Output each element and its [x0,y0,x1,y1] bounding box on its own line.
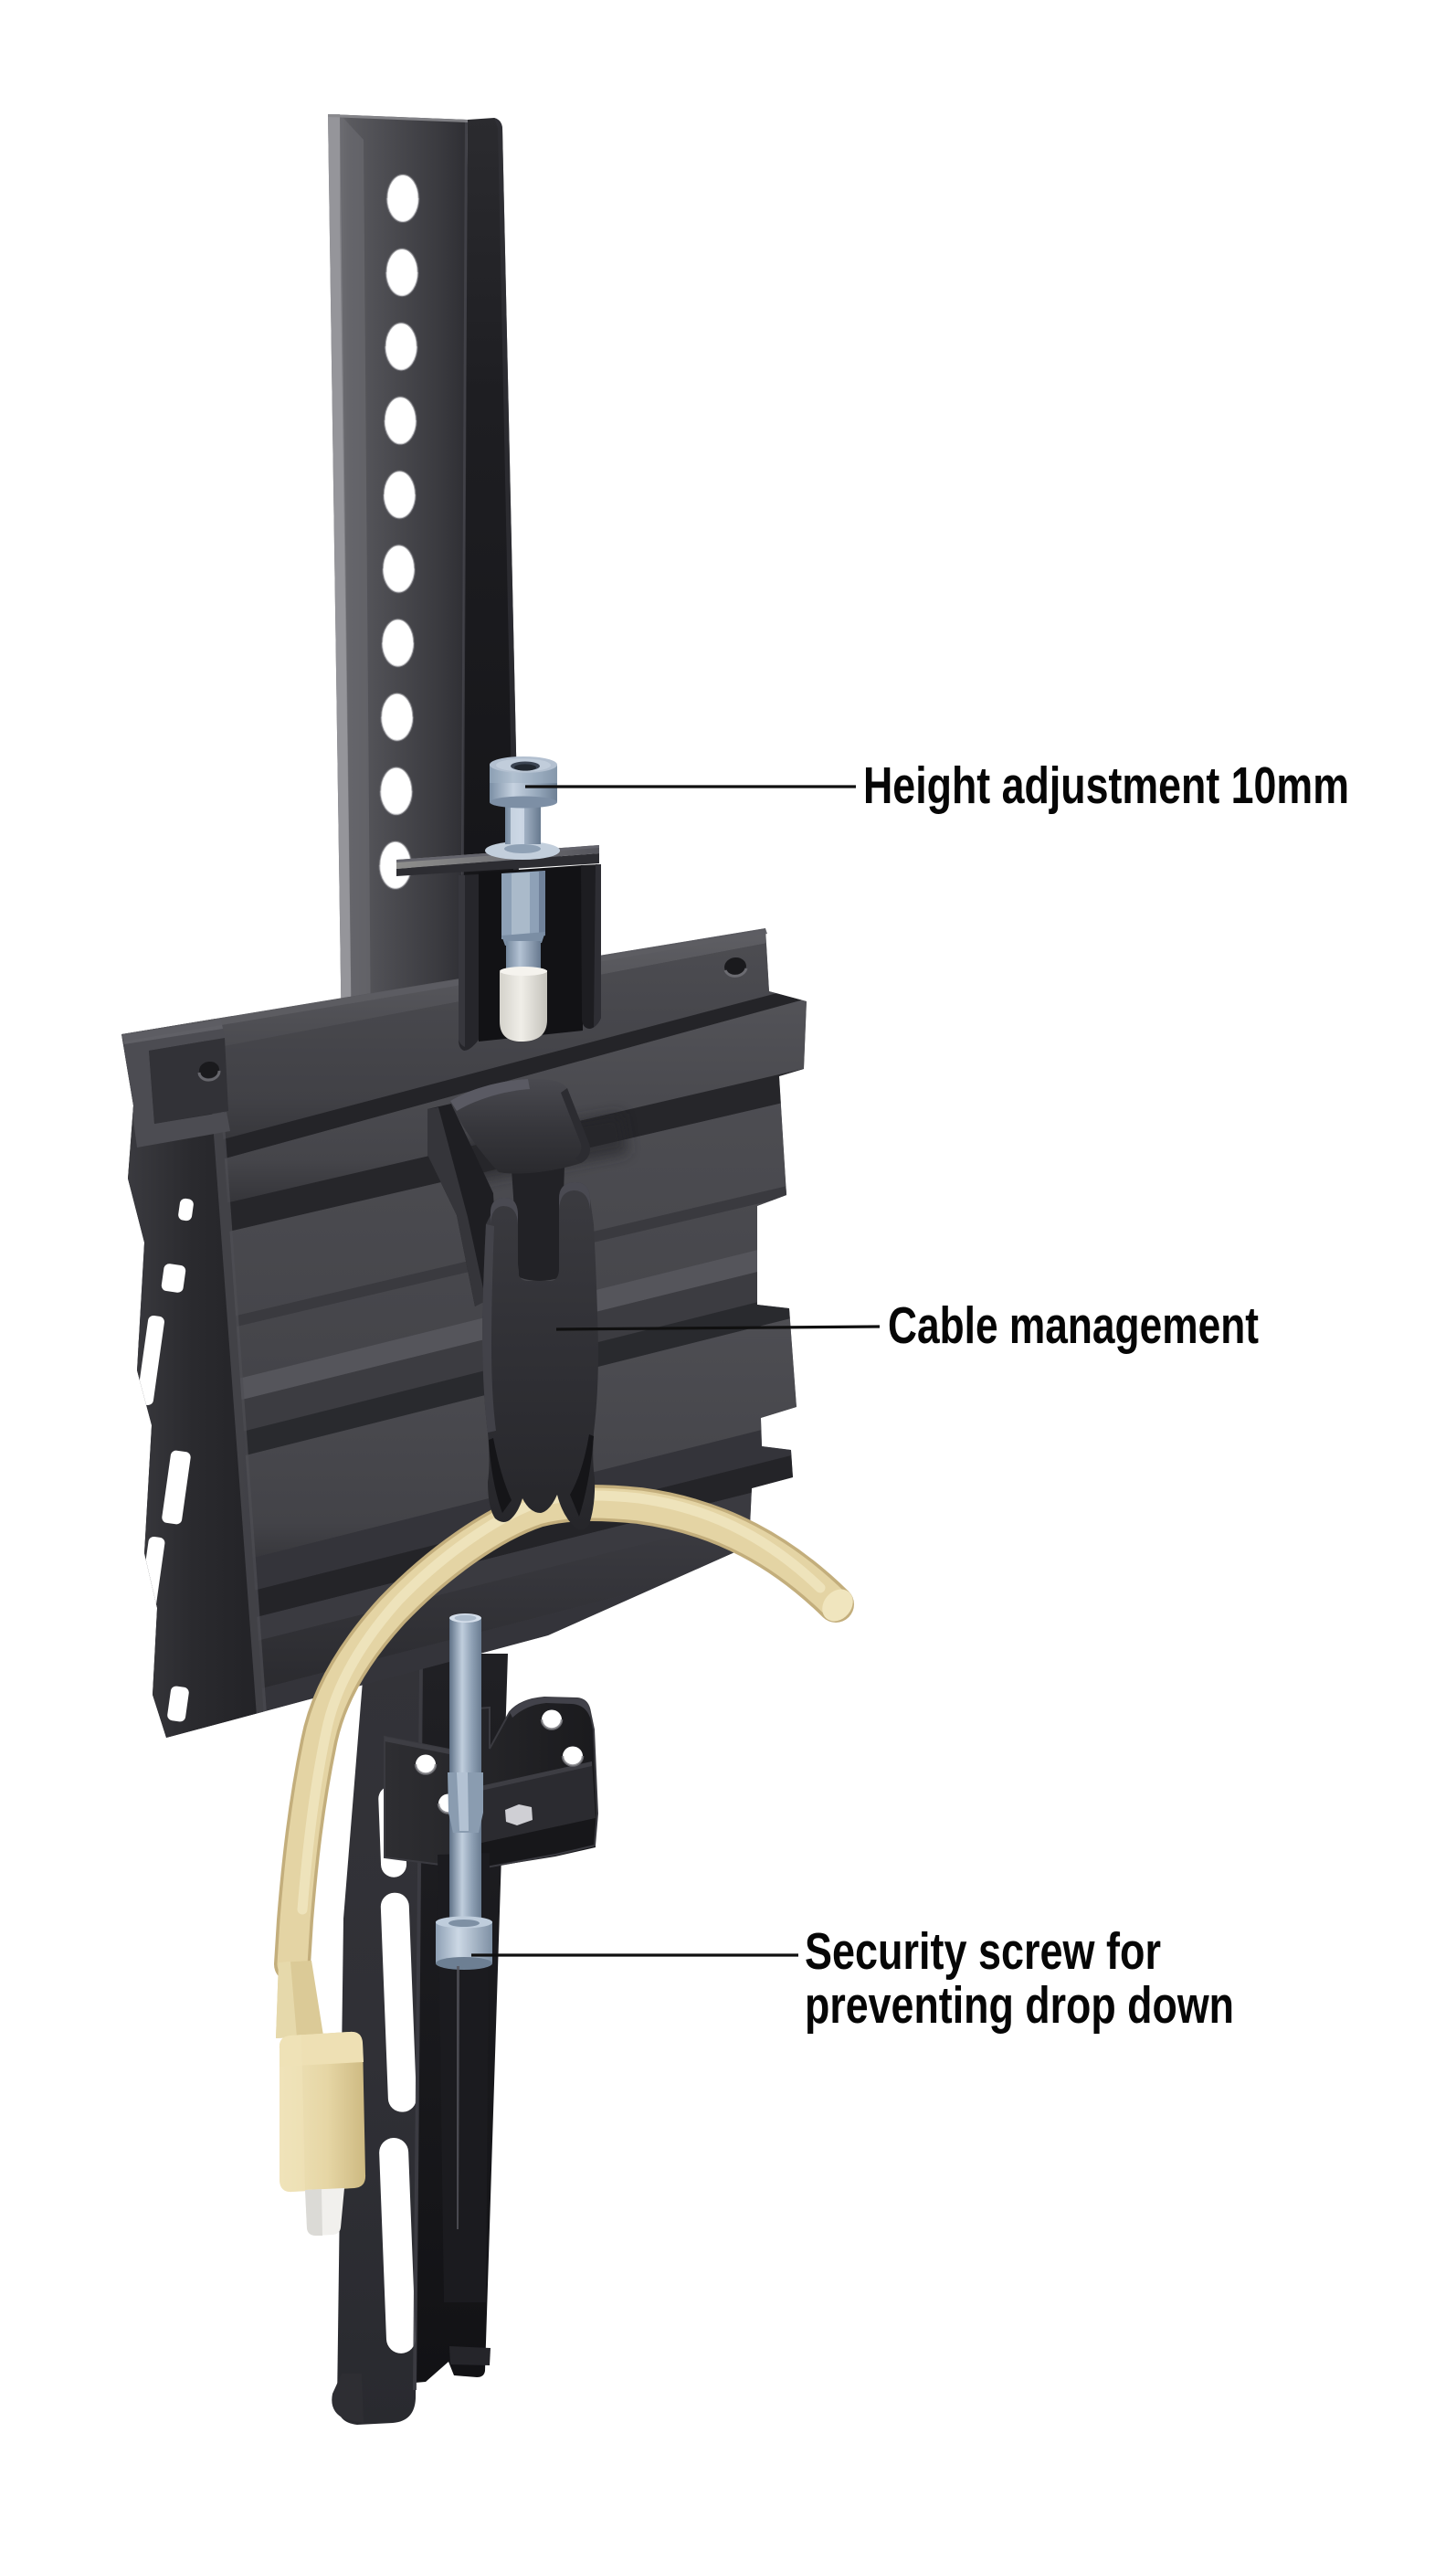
svg-text:Security screw for: Security screw for [805,1922,1161,1981]
svg-text:preventing drop down: preventing drop down [805,1976,1234,2035]
svg-text:Height adjustment 10mm: Height adjustment 10mm [863,756,1349,815]
svg-text:Cable management: Cable management [888,1296,1259,1355]
